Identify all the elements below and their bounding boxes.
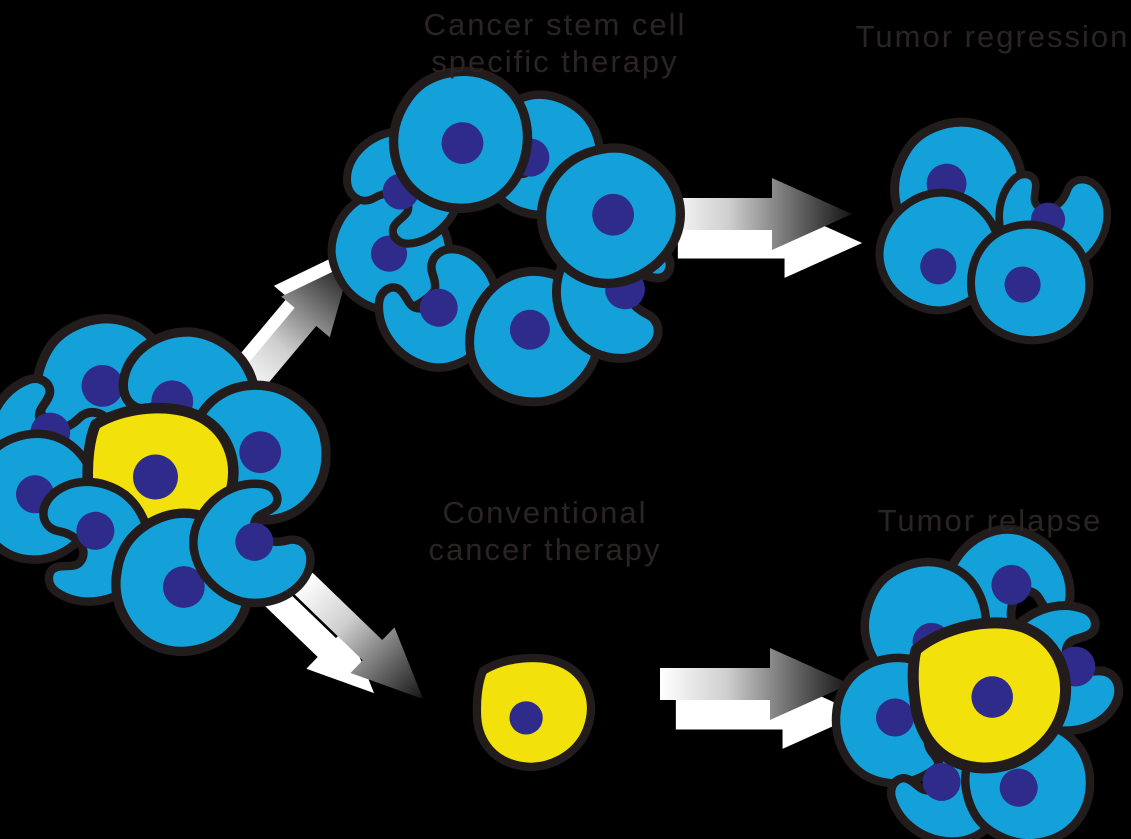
tumor-regression-cluster [860, 113, 1122, 346]
cancer-cell [922, 508, 1089, 678]
cell-nucleus [235, 522, 274, 561]
surviving-stem-cell [477, 658, 591, 767]
tumor-regression-arrow [662, 178, 863, 278]
tumor-regression-label: Tumor regression [855, 19, 1130, 54]
tumor-relapse-arrow [660, 648, 861, 749]
cancer-cell [818, 641, 975, 800]
cell-nucleus [133, 454, 178, 500]
cancer-cell [460, 262, 609, 413]
csc-therapy-label-line2: specific therapy [431, 44, 679, 79]
cell-nucleus [441, 122, 484, 164]
cancer-cell [361, 226, 520, 388]
cell-nucleus [920, 248, 957, 285]
cancer-cell [388, 66, 534, 214]
cancer-cell [184, 380, 332, 526]
cancer-cell [884, 711, 1017, 839]
cell-nucleus [592, 193, 634, 236]
csc-therapy-label: Cancer stem cell specific therapy [385, 6, 725, 80]
cell-nucleus [991, 564, 1032, 605]
cell-nucleus [239, 431, 282, 474]
conventional-therapy-label-line1: Conventional [442, 495, 648, 530]
conventional-therapy-label-line2: cancer therapy [428, 532, 662, 567]
cell-nucleus [162, 566, 205, 608]
conventional-therapy-label: Conventional cancer therapy [385, 494, 705, 568]
cell-nucleus [922, 762, 961, 801]
cancer-stem-cell [906, 613, 1076, 777]
tumor-relapse-cluster [818, 508, 1131, 839]
cancer-cell [860, 172, 1019, 332]
cancer-cell [956, 712, 1100, 839]
cell-nucleus [999, 768, 1038, 807]
csc-therapy-label-line1: Cancer stem cell [423, 7, 687, 42]
cancer-cell [93, 492, 272, 673]
csc-therapy-ring-cluster [310, 66, 706, 412]
cell-nucleus [1004, 266, 1041, 303]
cancer-cell [515, 120, 706, 311]
cancer-cell [966, 220, 1094, 346]
cancer-cell [172, 464, 336, 627]
cell-nucleus [509, 309, 550, 350]
cell-nucleus [876, 698, 915, 737]
cell-nucleus [971, 676, 1014, 718]
cancer-stem-cell [88, 408, 234, 547]
cancer-cell [11, 460, 170, 622]
cancer-cell [21, 304, 186, 471]
original-tumor-cluster [0, 304, 336, 673]
cell-nucleus [81, 364, 124, 407]
cell-nucleus [419, 288, 458, 327]
cell-nucleus [76, 511, 115, 550]
cell-nucleus [509, 701, 543, 735]
tumor-relapse-label: Tumor relapse [877, 503, 1103, 538]
